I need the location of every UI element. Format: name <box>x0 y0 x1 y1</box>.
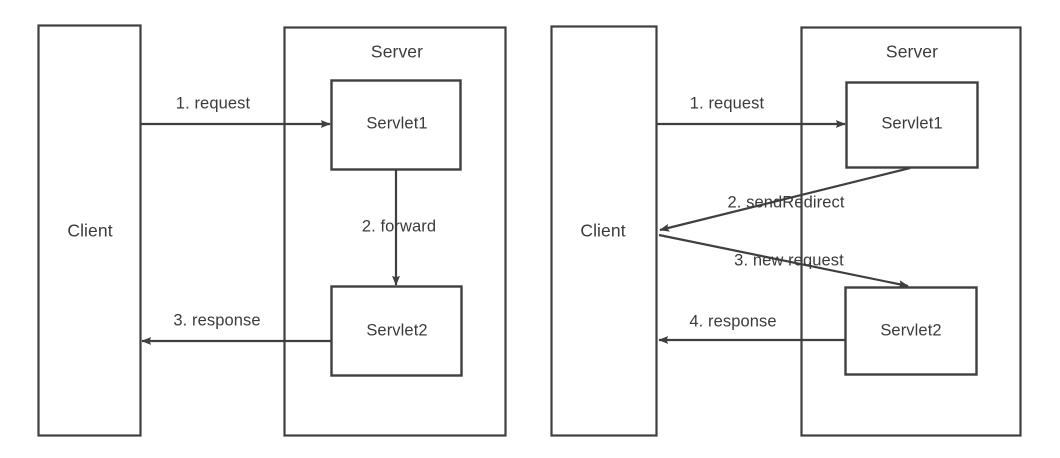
client-label-right: Client <box>580 220 626 241</box>
servlet2-label-right: Servlet2 <box>880 321 942 340</box>
arrow-label-request-right: 1. request <box>689 94 765 113</box>
servlet2-box-left[interactable] <box>330 285 463 377</box>
client-box-left[interactable] <box>37 24 142 437</box>
arrow-label-response-right: 4. response <box>689 312 777 331</box>
panel-forward <box>37 24 507 437</box>
servlet1-label-left: Servlet1 <box>366 114 428 133</box>
servlet1-box-left[interactable] <box>330 79 462 171</box>
servlet2-box-right[interactable] <box>844 286 978 376</box>
arrow-label-response-left: 3. response <box>173 311 261 330</box>
panel-sendredirect <box>550 25 1022 437</box>
arrow-label-new-request-right: 3. new request <box>734 251 844 270</box>
arrow-label-sendredirect-right: 2. sendRedirect <box>727 193 845 212</box>
arrow-sendredirect-right <box>659 166 911 232</box>
arrow-label-request-left: 1. request <box>175 94 251 113</box>
server-box-left[interactable] <box>283 26 507 437</box>
client-label-left: Client <box>67 220 113 241</box>
server-label-left: Server <box>370 41 424 62</box>
servlet1-box-right[interactable] <box>845 81 979 169</box>
arrow-new-request-right <box>658 233 909 289</box>
client-box-right[interactable] <box>550 25 658 437</box>
server-box-right[interactable] <box>800 26 1022 437</box>
servlet1-label-right: Servlet1 <box>881 114 943 133</box>
arrow-label-forward-left: 2. forward <box>361 217 437 236</box>
server-label-right: Server <box>885 41 939 62</box>
servlet2-label-left: Servlet2 <box>366 321 428 340</box>
